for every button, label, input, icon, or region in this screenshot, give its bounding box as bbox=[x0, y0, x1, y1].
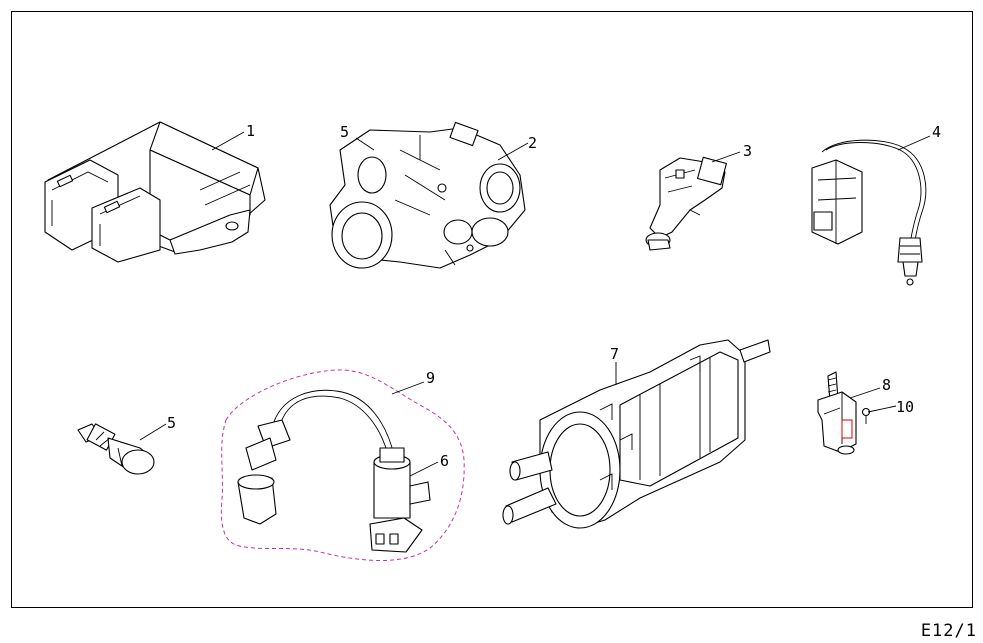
callout-9: 9 bbox=[426, 369, 435, 387]
leader-5 bbox=[139, 423, 167, 441]
callout-3: 3 bbox=[743, 142, 752, 160]
part-7-fuel-pump bbox=[502, 339, 771, 529]
part-10-screw bbox=[861, 407, 871, 424]
page-code: E12/1 bbox=[920, 621, 977, 641]
callout-2: 2 bbox=[528, 134, 537, 152]
callout-7: 7 bbox=[610, 345, 619, 363]
part-4-oxygen-sensor bbox=[811, 139, 927, 286]
leader-6 bbox=[409, 461, 439, 477]
part-6-purge-valve bbox=[237, 389, 431, 553]
callout-10: 10 bbox=[896, 398, 914, 416]
leader-3 bbox=[711, 151, 741, 163]
callout-6: 6 bbox=[440, 452, 449, 470]
part-3-fuel-injector bbox=[645, 156, 727, 251]
callout-1: 1 bbox=[246, 122, 255, 140]
leader-9 bbox=[391, 381, 425, 395]
callout-5: 5 bbox=[167, 414, 176, 432]
leader-4 bbox=[897, 135, 931, 151]
callout-4: 4 bbox=[932, 123, 941, 141]
part-1-ecu bbox=[44, 121, 266, 263]
part-5-temperature-sensor bbox=[77, 423, 155, 475]
leader-5-top bbox=[355, 137, 375, 151]
callout-5-top: 5 bbox=[340, 123, 349, 141]
leader-1 bbox=[211, 131, 245, 151]
part-8-bracket bbox=[817, 371, 857, 455]
drawing-frame bbox=[11, 11, 973, 608]
leader-10 bbox=[867, 405, 897, 413]
callout-8: 8 bbox=[882, 376, 891, 394]
part-2-throttle-body bbox=[329, 121, 526, 269]
leader-2 bbox=[497, 142, 529, 161]
leader-8 bbox=[849, 387, 881, 399]
